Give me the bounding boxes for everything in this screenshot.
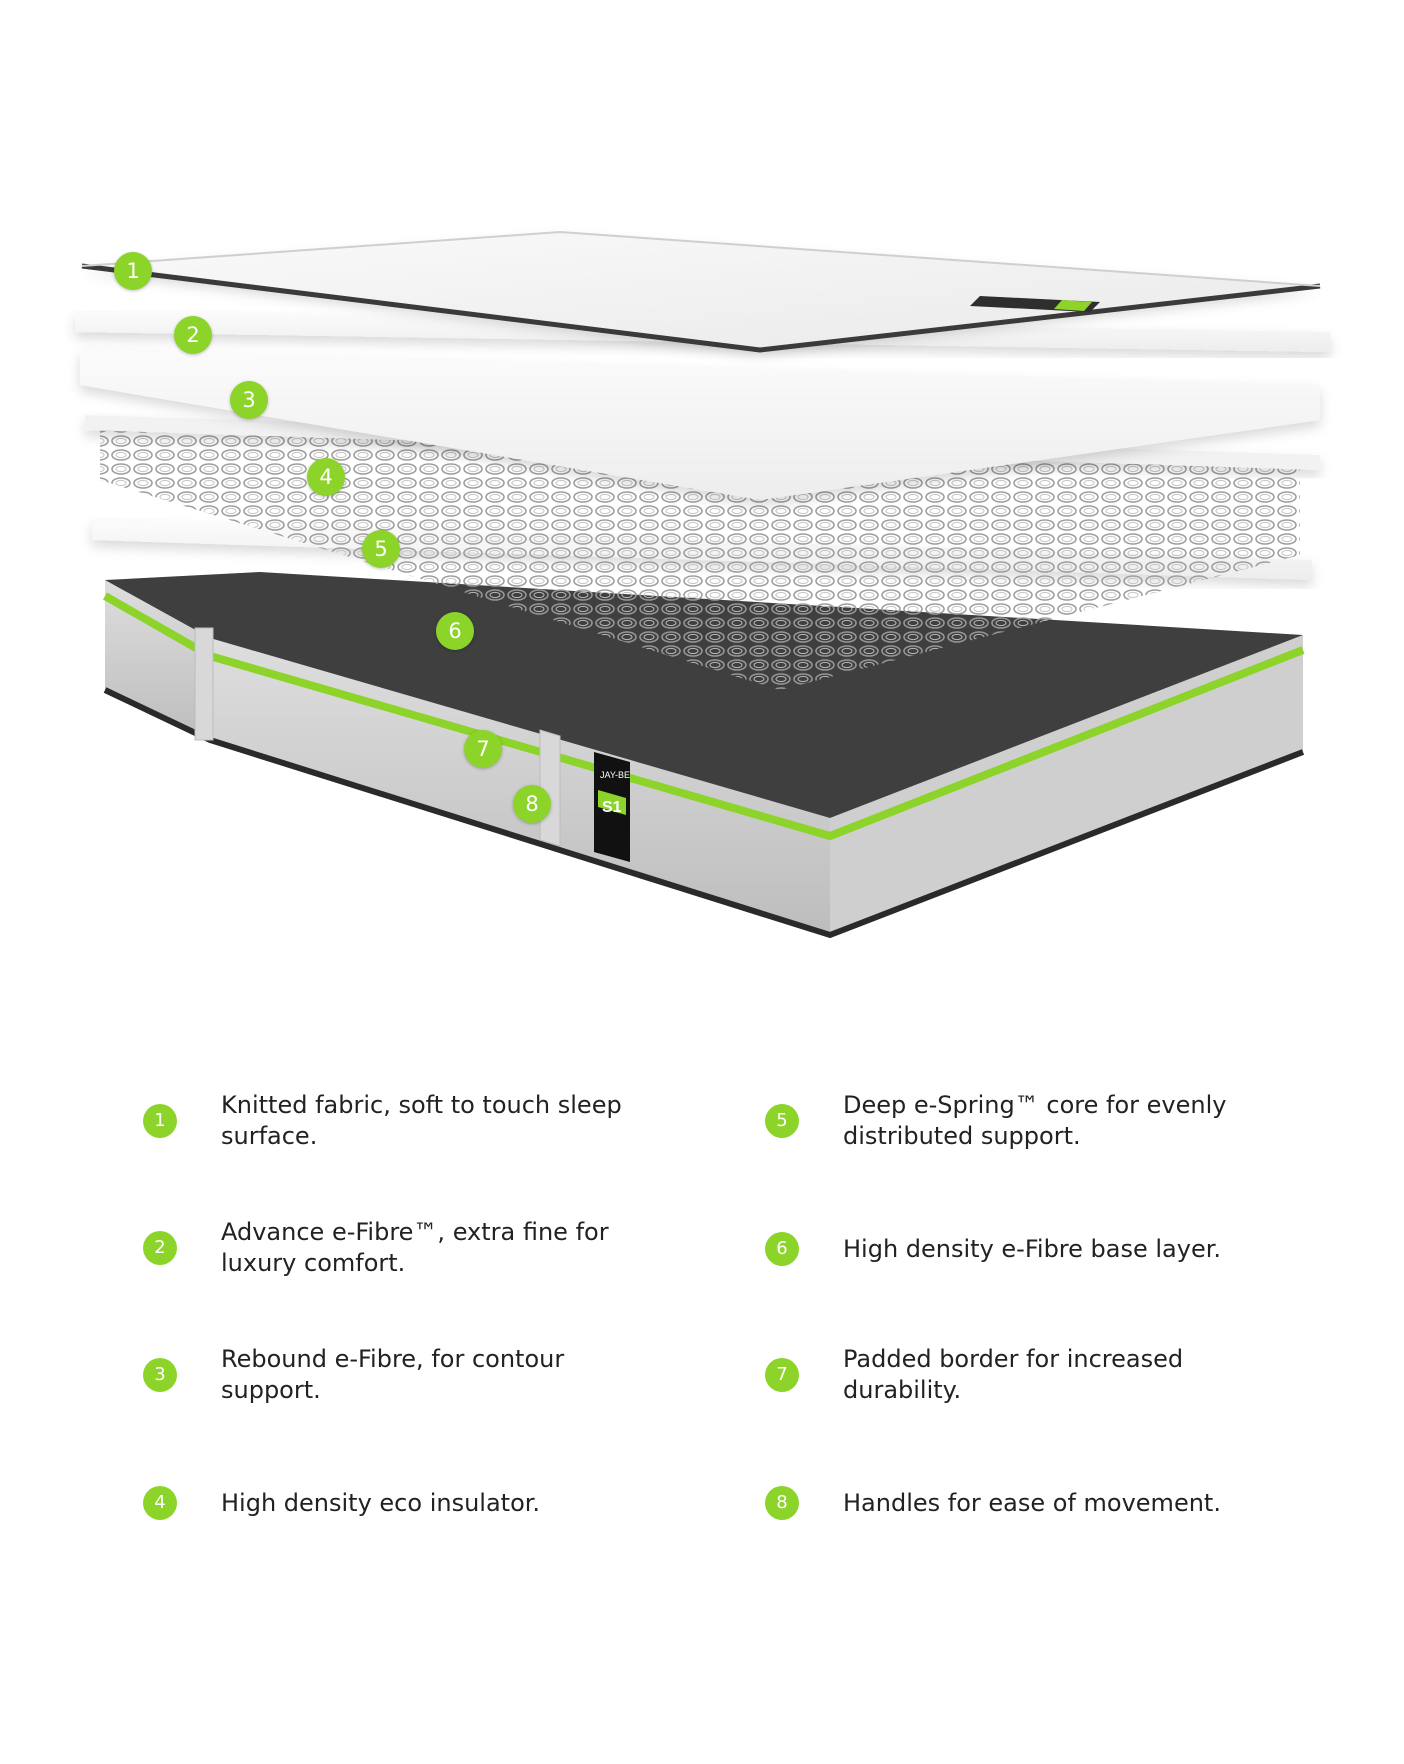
base-front-side bbox=[210, 638, 830, 935]
layer-1-knitted-fabric bbox=[81, 230, 1321, 353]
base-layer: JAY-BE S1 bbox=[103, 572, 1305, 939]
handle-strap-left bbox=[194, 627, 214, 741]
badge-5: 5 bbox=[362, 530, 400, 568]
green-piping bbox=[103, 592, 1305, 841]
mattress-diagram: JAY-BE S1 1 2 3 4 5 6 7 8 bbox=[75, 230, 1330, 939]
legend-text: Padded border for increased durability. bbox=[843, 1345, 1184, 1404]
badge-1: 1 bbox=[114, 252, 152, 290]
legend-badge: 1 bbox=[143, 1104, 177, 1138]
badge-7: 7 bbox=[464, 730, 502, 768]
legend-item-7: 7 Padded border for increased durability… bbox=[765, 1344, 1283, 1406]
legend-text: High density e-Fibre base layer. bbox=[843, 1234, 1222, 1263]
legend-badge: 5 bbox=[765, 1104, 799, 1138]
legend-badge: 8 bbox=[765, 1486, 799, 1520]
legend-text: Advance e-Fibre™, extra fine for luxury … bbox=[221, 1218, 609, 1277]
legend-item-8: 8 Handles for ease of movement. bbox=[765, 1486, 1283, 1520]
bottom-piping bbox=[103, 687, 1305, 939]
legend-text: Rebound e-Fibre, for contour support. bbox=[221, 1345, 565, 1404]
base-top-surface bbox=[105, 572, 1303, 818]
badge-2: 2 bbox=[174, 316, 212, 354]
legend-text: Knitted fabric, soft to touch sleep surf… bbox=[221, 1091, 622, 1150]
badge-4: 4 bbox=[307, 458, 345, 496]
badge-8: 8 bbox=[513, 785, 551, 823]
mattress-layers-illustration: JAY-BE S1 bbox=[75, 230, 1330, 939]
legend-item-2: 2 Advance e-Fibre™, extra fine for luxur… bbox=[143, 1217, 661, 1279]
badge-3: 3 bbox=[230, 381, 268, 419]
legend-text: High density eco insulator. bbox=[221, 1488, 541, 1517]
legend-badge: 3 bbox=[143, 1358, 177, 1392]
legend-text: Deep e-Spring™ core for evenly distribut… bbox=[843, 1091, 1227, 1150]
legend-text: Handles for ease of movement. bbox=[843, 1488, 1221, 1517]
base-right-side bbox=[830, 635, 1303, 935]
legend-item-3: 3 Rebound e-Fibre, for contour support. bbox=[143, 1344, 661, 1406]
legend-item-6: 6 High density e-Fibre base layer. bbox=[765, 1232, 1283, 1266]
legend-item-1: 1 Knitted fabric, soft to touch sleep su… bbox=[143, 1090, 661, 1152]
legend-badge: 2 bbox=[143, 1231, 177, 1265]
legend-badge: 4 bbox=[143, 1486, 177, 1520]
legend-item-4: 4 High density eco insulator. bbox=[143, 1486, 661, 1520]
label-model: S1 bbox=[602, 799, 622, 816]
legend-item-5: 5 Deep e-Spring™ core for evenly distrib… bbox=[765, 1090, 1283, 1152]
badge-6: 6 bbox=[436, 612, 474, 650]
legend-badge: 7 bbox=[765, 1358, 799, 1392]
layer-3-rebound-fibre bbox=[80, 350, 1320, 500]
label-brand: JAY-BE bbox=[600, 770, 630, 780]
legend-badge: 6 bbox=[765, 1232, 799, 1266]
